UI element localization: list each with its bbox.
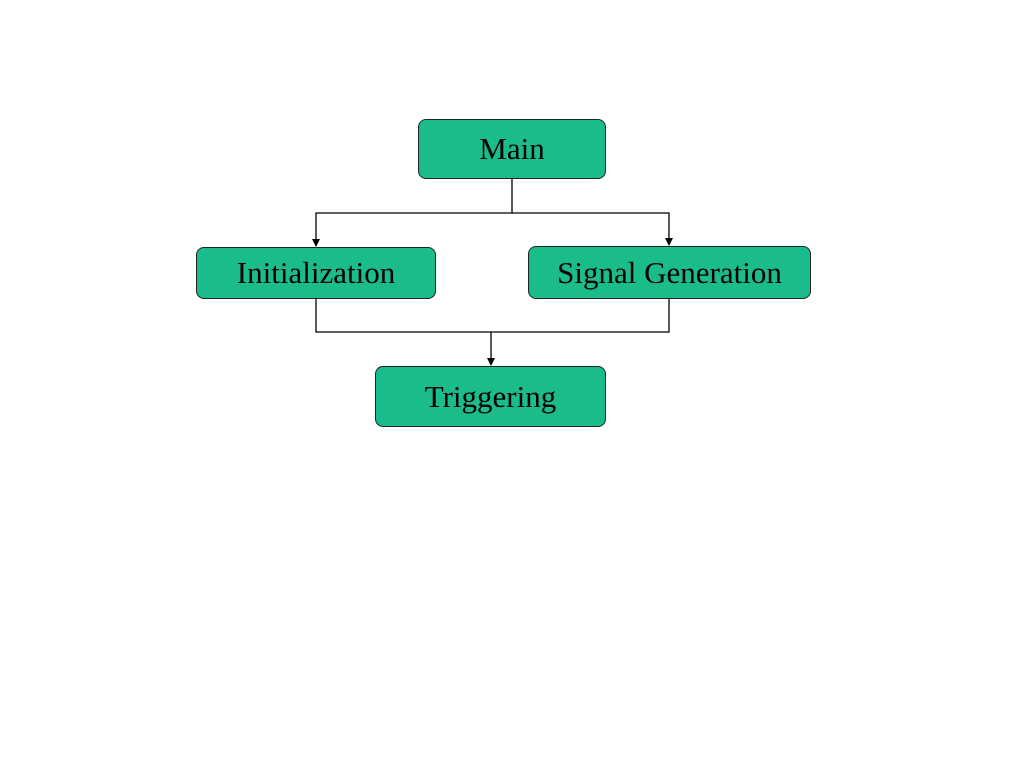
edge-main-to-initialization [312, 179, 513, 247]
node-initialization-label: Initialization [236, 255, 396, 290]
node-main: Main [418, 119, 606, 179]
edge-signal-generation-to-triggering [491, 299, 670, 333]
node-signal-generation: Signal Generation [528, 246, 811, 299]
node-main-label: Main [479, 131, 545, 166]
edge-main-to-signal-generation [512, 212, 673, 246]
node-signal-generation-label: Signal Generation [557, 254, 782, 290]
node-triggering: Triggering [375, 366, 606, 427]
edge-initialization-to-triggering [315, 299, 495, 366]
node-triggering-label: Triggering [424, 378, 557, 414]
node-initialization: Initialization [196, 247, 436, 299]
